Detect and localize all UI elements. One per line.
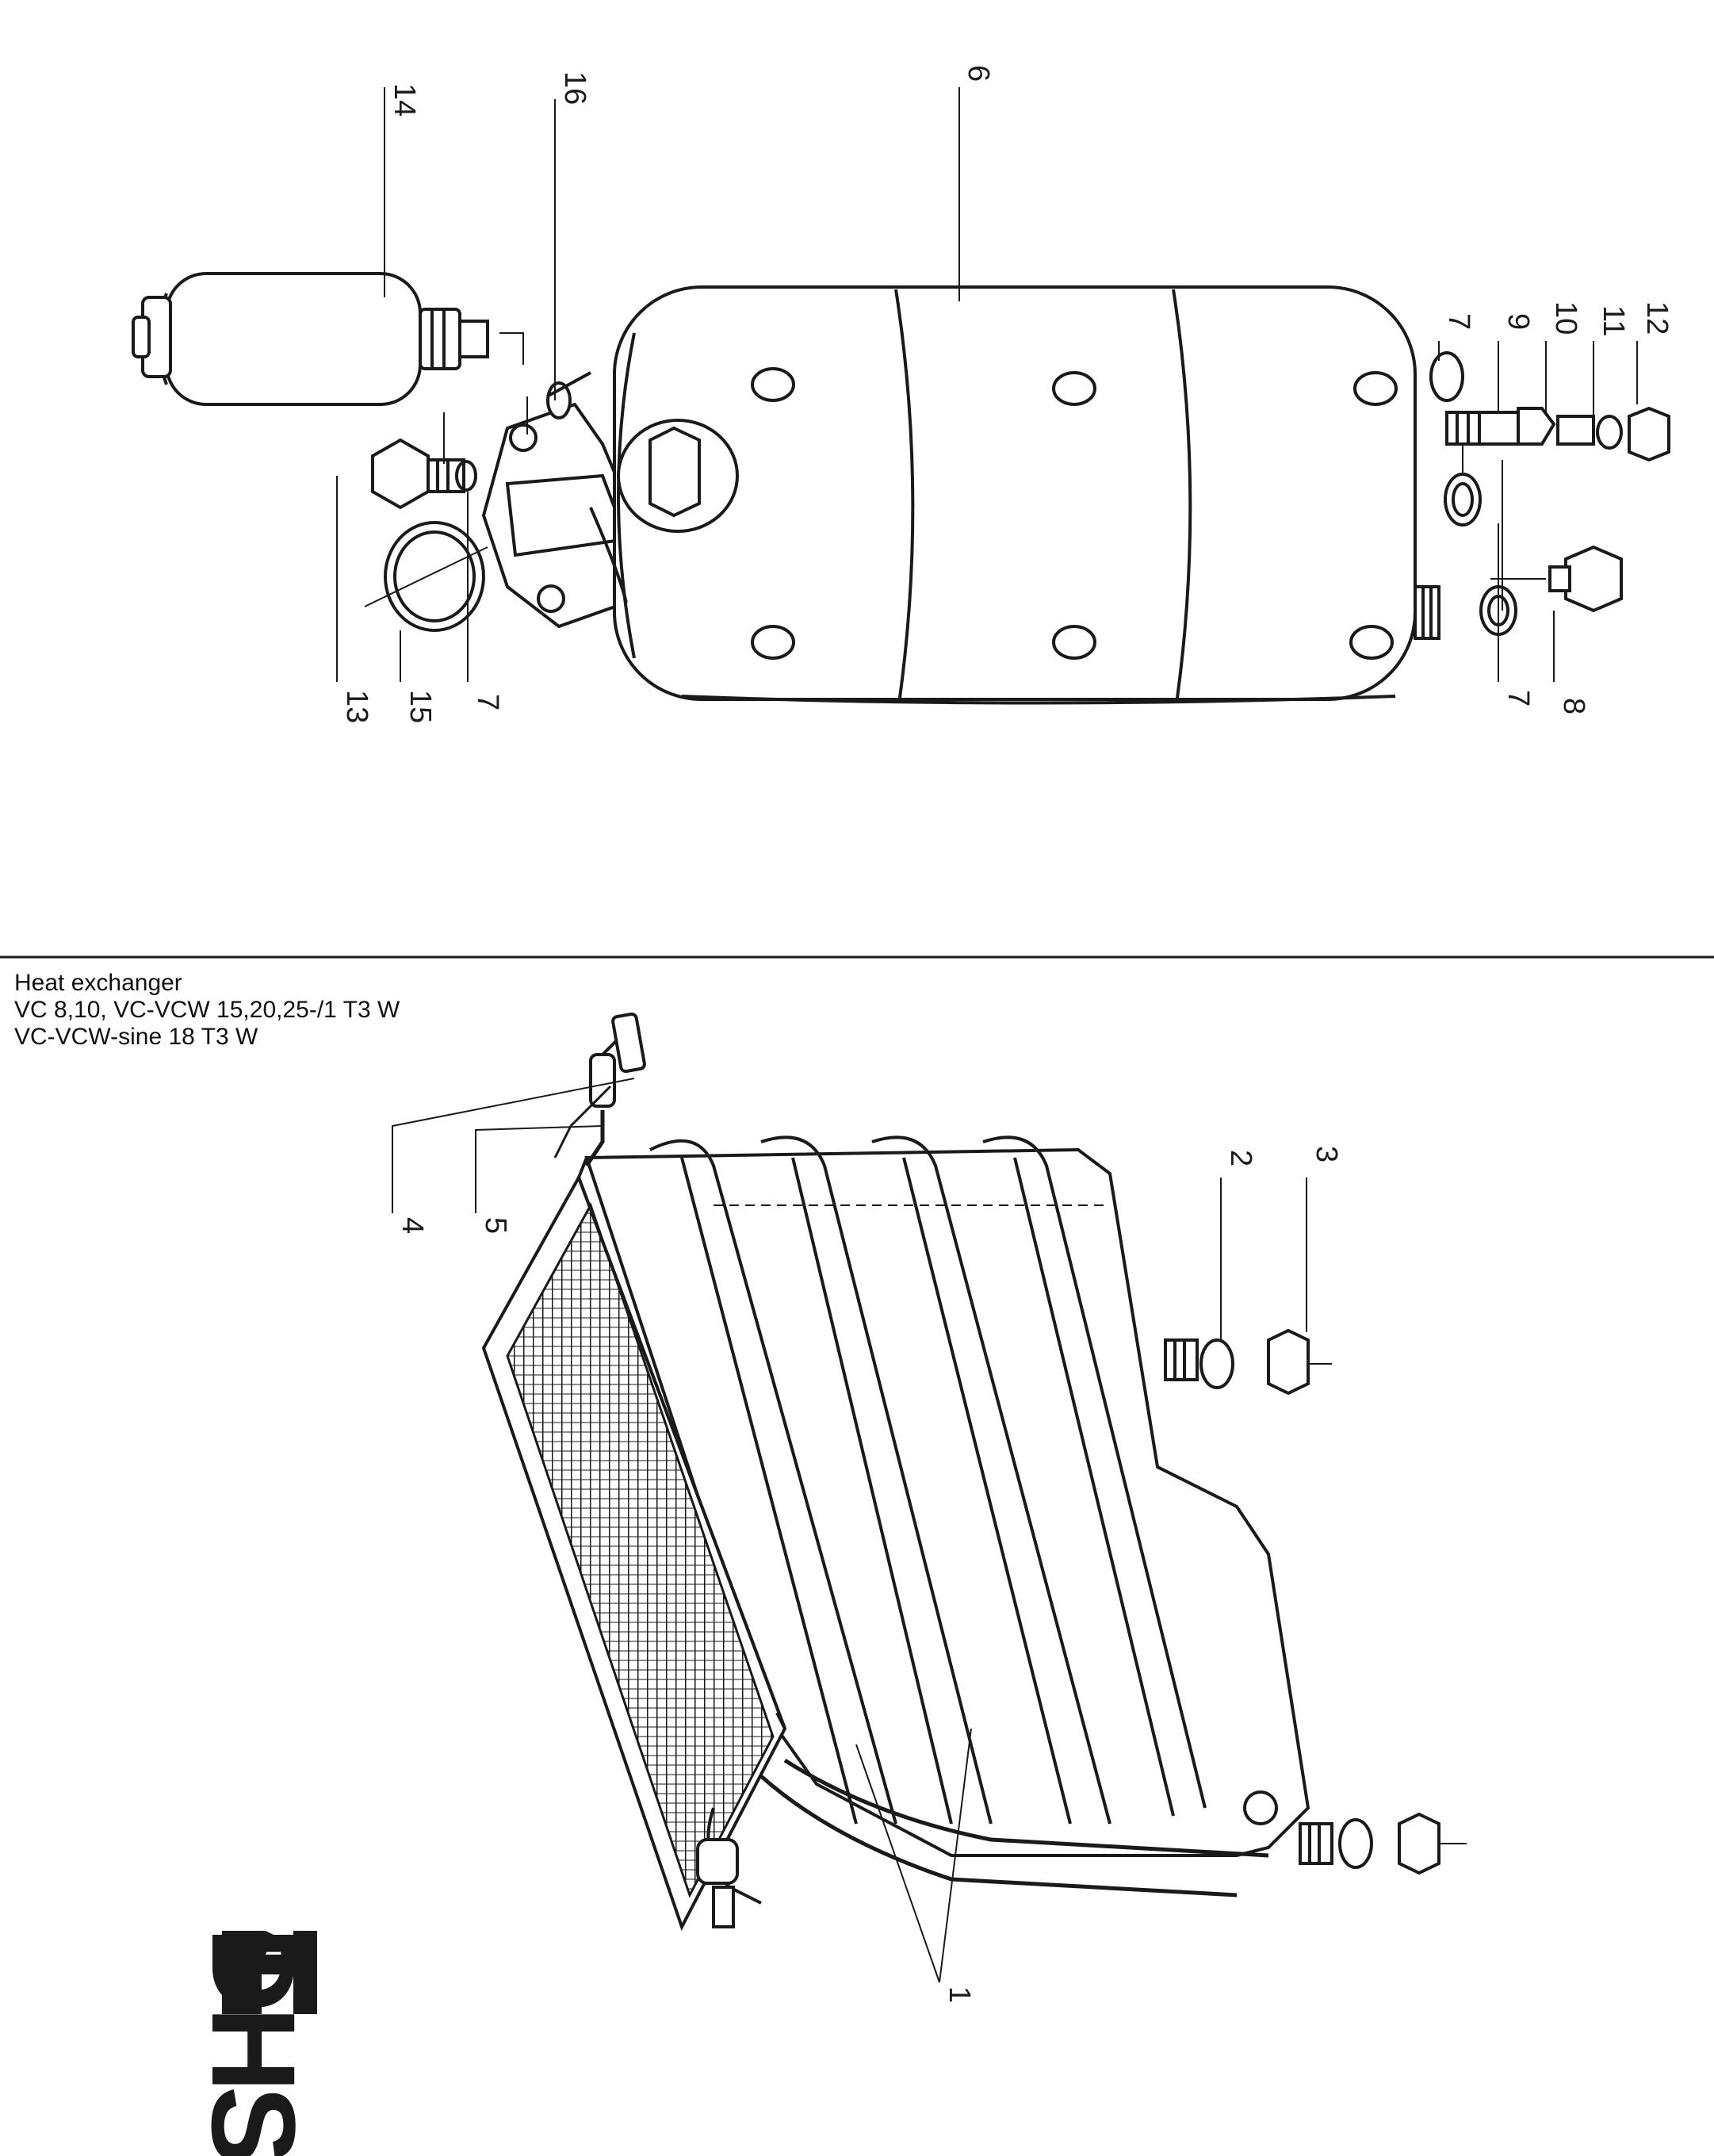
plug-13 xyxy=(371,438,465,510)
dhs-logo-text: DHS xyxy=(187,1927,320,2156)
valve-assembly-parts xyxy=(1429,351,1670,636)
callout-6: 6 xyxy=(962,65,995,82)
top-leader-lines xyxy=(336,87,1638,682)
callout-15: 15 xyxy=(404,690,437,723)
callout-7c: 7 xyxy=(1502,690,1535,707)
callout-7a: 7 xyxy=(1442,313,1475,330)
callout-11: 11 xyxy=(1597,305,1630,336)
caption-models-2: VC-VCW-sine 18 T3 W xyxy=(14,1024,258,1050)
bottom-leader-lines xyxy=(392,1078,1307,1983)
callout-7b: 7 xyxy=(471,694,504,710)
heat-exchanger-drawing xyxy=(481,1012,1467,1932)
callout-16: 16 xyxy=(558,71,591,105)
callout-8: 8 xyxy=(1557,698,1590,714)
small-vessel-14 xyxy=(132,272,489,406)
main-vessel-6 xyxy=(589,285,1440,705)
expansion-vessel-group xyxy=(132,272,1670,705)
callout-14: 14 xyxy=(388,83,421,117)
callout-12: 12 xyxy=(1640,301,1674,335)
caption-title: Heat exchanger xyxy=(14,970,182,996)
callout-2: 2 xyxy=(1224,1150,1257,1166)
connection-flange xyxy=(455,371,637,629)
caption-models-1: VC 8,10, VC-VCW 15,20,25-/1 T3 W xyxy=(14,997,400,1023)
top-callouts: 14 16 6 7 9 10 11 12 13 15 7 7 8 xyxy=(340,65,1674,723)
callout-1: 1 xyxy=(943,1986,976,2003)
callout-5: 5 xyxy=(479,1217,512,1234)
figure-caption: Heat exchanger VC 8,10, VC-VCW 15,20,25-… xyxy=(14,970,400,1051)
callout-9: 9 xyxy=(1502,313,1535,330)
dhs-logo-mark xyxy=(222,1931,317,2014)
callout-4: 4 xyxy=(396,1217,429,1234)
bottom-callouts: 4 5 2 3 1 xyxy=(396,1146,1343,2003)
assembly-guide-lines xyxy=(443,332,1546,611)
callout-3: 3 xyxy=(1310,1146,1343,1162)
callout-10: 10 xyxy=(1549,301,1582,335)
dhs-logo: DHS xyxy=(187,1927,320,2156)
seal-ring-15 xyxy=(384,521,485,632)
callout-13: 13 xyxy=(340,690,373,723)
